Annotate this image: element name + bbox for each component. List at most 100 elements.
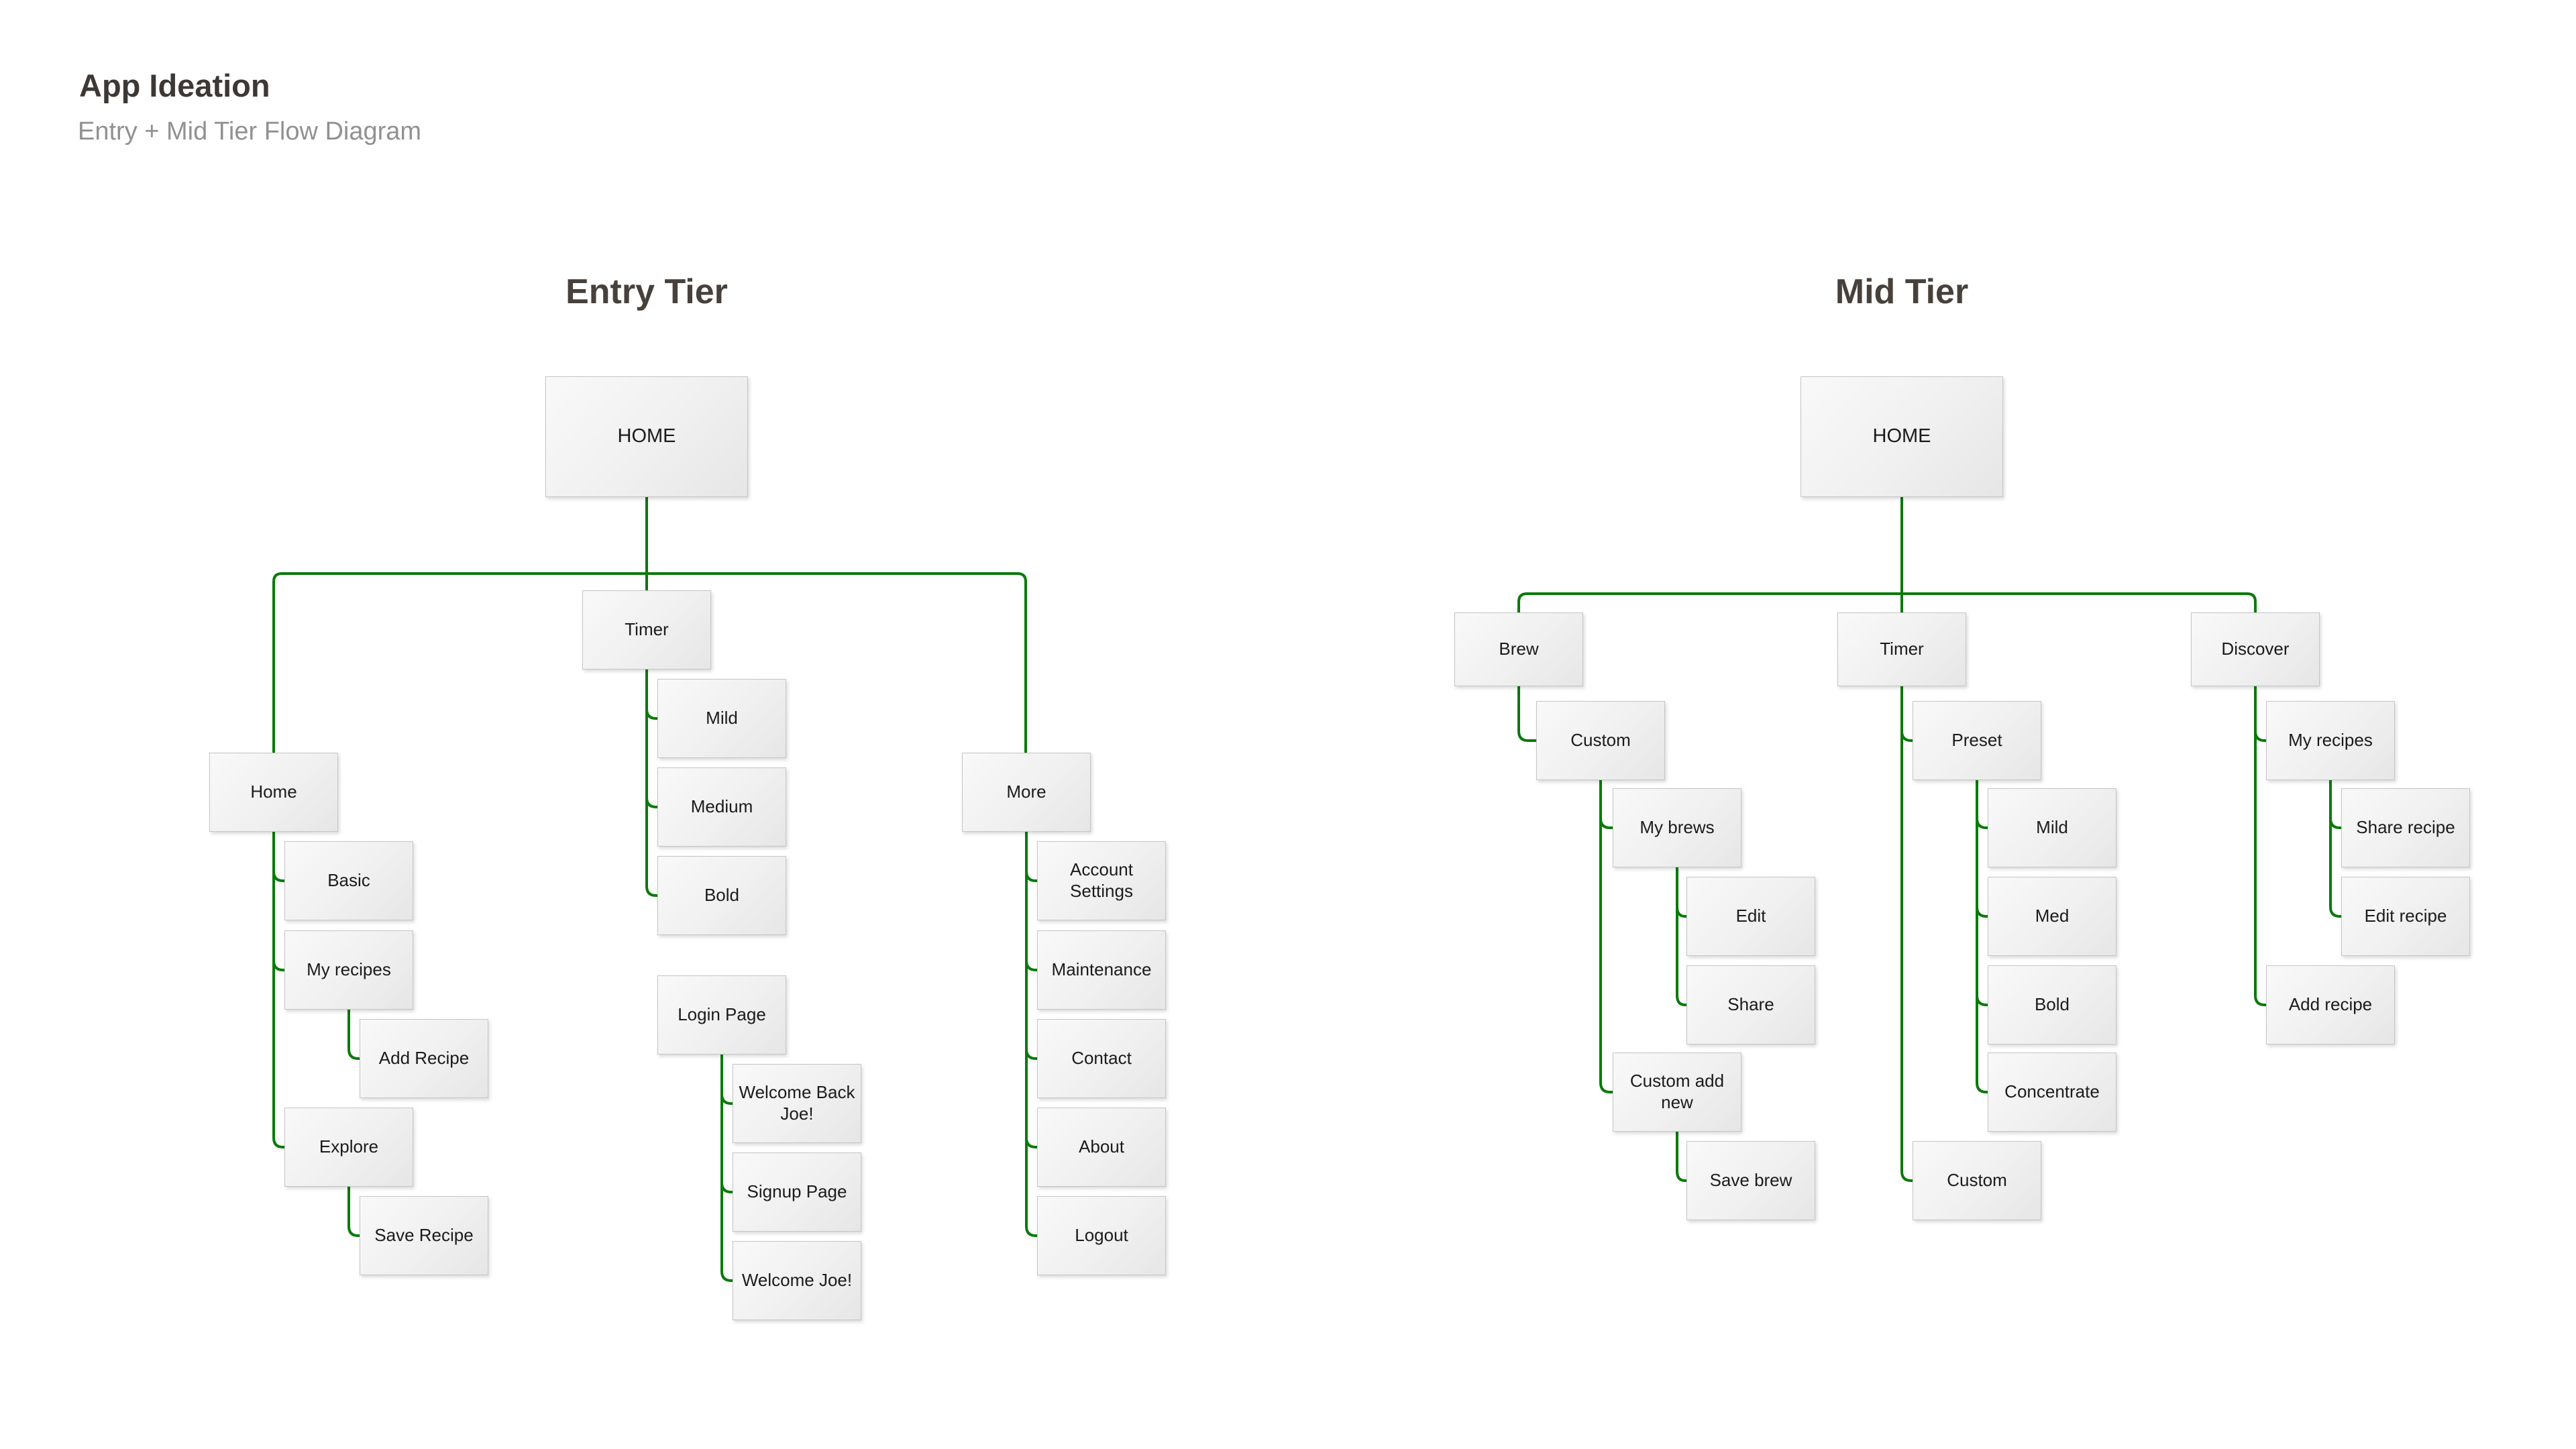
node-entry-home-root[interactable]: HOME: [545, 376, 748, 497]
connector-mid-stub-my-brews: [1599, 818, 1613, 829]
node-mid-timer[interactable]: Timer: [1837, 612, 1966, 686]
node-entry-basic[interactable]: Basic: [284, 841, 413, 920]
entry-tier-heading: Entry Tier: [566, 272, 728, 311]
node-mid-my-brews[interactable]: My brews: [1613, 788, 1741, 867]
node-entry-bold[interactable]: Bold: [657, 856, 786, 935]
connector-entry-stub-about: [1025, 1137, 1037, 1148]
node-entry-signup-page[interactable]: Signup Page: [733, 1152, 861, 1232]
node-label: Timer: [625, 619, 669, 640]
connector-entry-row: [272, 572, 1027, 753]
node-mid-mild[interactable]: Mild: [1988, 788, 2116, 867]
node-label: About: [1079, 1136, 1124, 1157]
node-mid-custom-add-new[interactable]: Custom add new: [1613, 1053, 1741, 1132]
connector-mid-stub-mild: [1976, 818, 1988, 829]
mid-tier-heading: Mid Tier: [1835, 272, 1969, 311]
node-label: Timer: [1880, 639, 1924, 659]
node-label: Edit: [1735, 906, 1766, 926]
connector-mid-discover-spine: [2254, 686, 2266, 1006]
node-mid-custom[interactable]: Custom: [1536, 701, 1665, 780]
node-label: Brew: [1499, 639, 1539, 659]
node-entry-account-settings[interactable]: Account Settings: [1037, 841, 1166, 920]
node-entry-welcome-back[interactable]: Welcome Back Joe!: [733, 1064, 861, 1143]
connector-mid-preset-spine: [1976, 780, 1988, 1093]
page-subtitle: Entry + Mid Tier Flow Diagram: [78, 117, 422, 146]
node-label: Basic: [327, 870, 370, 891]
connector-entry-save-recipe: [347, 1187, 360, 1237]
connector-mid-stub-preset: [1900, 731, 1913, 742]
connector-entry-timer-spine: [645, 669, 657, 897]
node-label: Welcome Back Joe!: [739, 1082, 855, 1124]
node-mid-share[interactable]: Share: [1686, 965, 1815, 1044]
node-label: Explore: [319, 1136, 379, 1157]
node-label: Custom: [1570, 730, 1631, 751]
node-entry-welcome-joe[interactable]: Welcome Joe!: [733, 1241, 861, 1320]
node-label: Custom add new: [1629, 1071, 1725, 1112]
connector-entry-stub-basic: [272, 871, 284, 882]
connector-mid-stub-med: [1976, 906, 1988, 918]
node-entry-medium[interactable]: Medium: [657, 767, 786, 847]
connector-mid-stub-my-recipes: [2254, 731, 2266, 742]
node-label: Mild: [2036, 817, 2068, 838]
node-label: More: [1006, 782, 1046, 802]
node-label: Add Recipe: [378, 1048, 470, 1069]
connector-mid-stub-edit: [1676, 906, 1686, 918]
node-entry-add-recipe[interactable]: Add Recipe: [360, 1019, 488, 1098]
node-label: Maintenance: [1051, 959, 1152, 980]
connector-entry-home-spine: [272, 832, 284, 1148]
node-label: HOME: [1872, 425, 1931, 447]
node-label: Home: [250, 782, 297, 802]
connector-mid-my-brews-spine: [1676, 867, 1686, 1006]
node-entry-timer[interactable]: Timer: [582, 590, 711, 669]
node-mid-preset[interactable]: Preset: [1913, 701, 2041, 780]
node-mid-med[interactable]: Med: [1988, 877, 2116, 956]
node-entry-maintenance[interactable]: Maintenance: [1037, 930, 1166, 1010]
connector-mid-timer-spine: [1900, 686, 1913, 1182]
connector-entry-add-recipe: [347, 1010, 360, 1060]
node-mid-edit-recipe[interactable]: Edit recipe: [2341, 877, 2470, 956]
node-label: Bold: [2034, 994, 2070, 1015]
connector-entry-stub-maintenance: [1025, 960, 1037, 971]
node-label: Login Page: [678, 1004, 766, 1025]
node-mid-home-root[interactable]: HOME: [1801, 376, 2003, 497]
connector-entry-login-spine: [720, 1055, 733, 1282]
page-title: App Ideation: [79, 68, 270, 103]
connector-entry-stub-my-recipes: [272, 960, 284, 971]
node-mid-bold[interactable]: Bold: [1988, 965, 2116, 1044]
node-mid-save-brew[interactable]: Save brew: [1686, 1141, 1815, 1220]
node-label: Account Settings: [1070, 859, 1133, 901]
connector-mid-stub-share-recipe: [2329, 818, 2341, 829]
node-entry-explore[interactable]: Explore: [284, 1108, 413, 1187]
node-label: Signup Page: [747, 1181, 847, 1202]
node-label: My brews: [1640, 817, 1715, 838]
node-mid-brew[interactable]: Brew: [1454, 612, 1583, 686]
node-entry-home[interactable]: Home: [209, 753, 338, 832]
node-entry-mild[interactable]: Mild: [657, 679, 786, 758]
connector-mid-row: [1517, 592, 2257, 612]
node-mid-concentrate[interactable]: Concentrate: [1988, 1053, 2116, 1132]
node-entry-more[interactable]: More: [962, 753, 1091, 832]
node-label: HOME: [617, 425, 676, 447]
node-mid-discover[interactable]: Discover: [2191, 612, 2320, 686]
node-mid-custom-timer[interactable]: Custom: [1913, 1141, 2041, 1220]
node-label: Logout: [1075, 1225, 1128, 1246]
node-label: My recipes: [307, 959, 391, 980]
node-entry-save-recipe[interactable]: Save Recipe: [360, 1196, 488, 1275]
node-mid-my-recipes[interactable]: My recipes: [2266, 701, 2395, 780]
node-entry-contact[interactable]: Contact: [1037, 1019, 1166, 1098]
node-label: Bold: [704, 885, 740, 906]
connector-entry-stub-contact: [1025, 1049, 1037, 1060]
node-mid-share-recipe[interactable]: Share recipe: [2341, 788, 2470, 867]
node-label: Save Recipe: [374, 1225, 474, 1246]
connector-mid-brew-custom: [1517, 686, 1536, 742]
node-label: Concentrate: [2004, 1081, 2100, 1102]
connector-entry-stub-account: [1025, 871, 1037, 882]
node-mid-add-recipe[interactable]: Add recipe: [2266, 965, 2395, 1044]
node-entry-login-page[interactable]: Login Page: [657, 975, 786, 1055]
node-mid-edit[interactable]: Edit: [1686, 877, 1815, 956]
node-entry-my-recipes[interactable]: My recipes: [284, 930, 413, 1010]
node-entry-logout[interactable]: Logout: [1037, 1196, 1166, 1275]
node-label: Share recipe: [2356, 817, 2455, 838]
node-entry-about[interactable]: About: [1037, 1108, 1166, 1187]
